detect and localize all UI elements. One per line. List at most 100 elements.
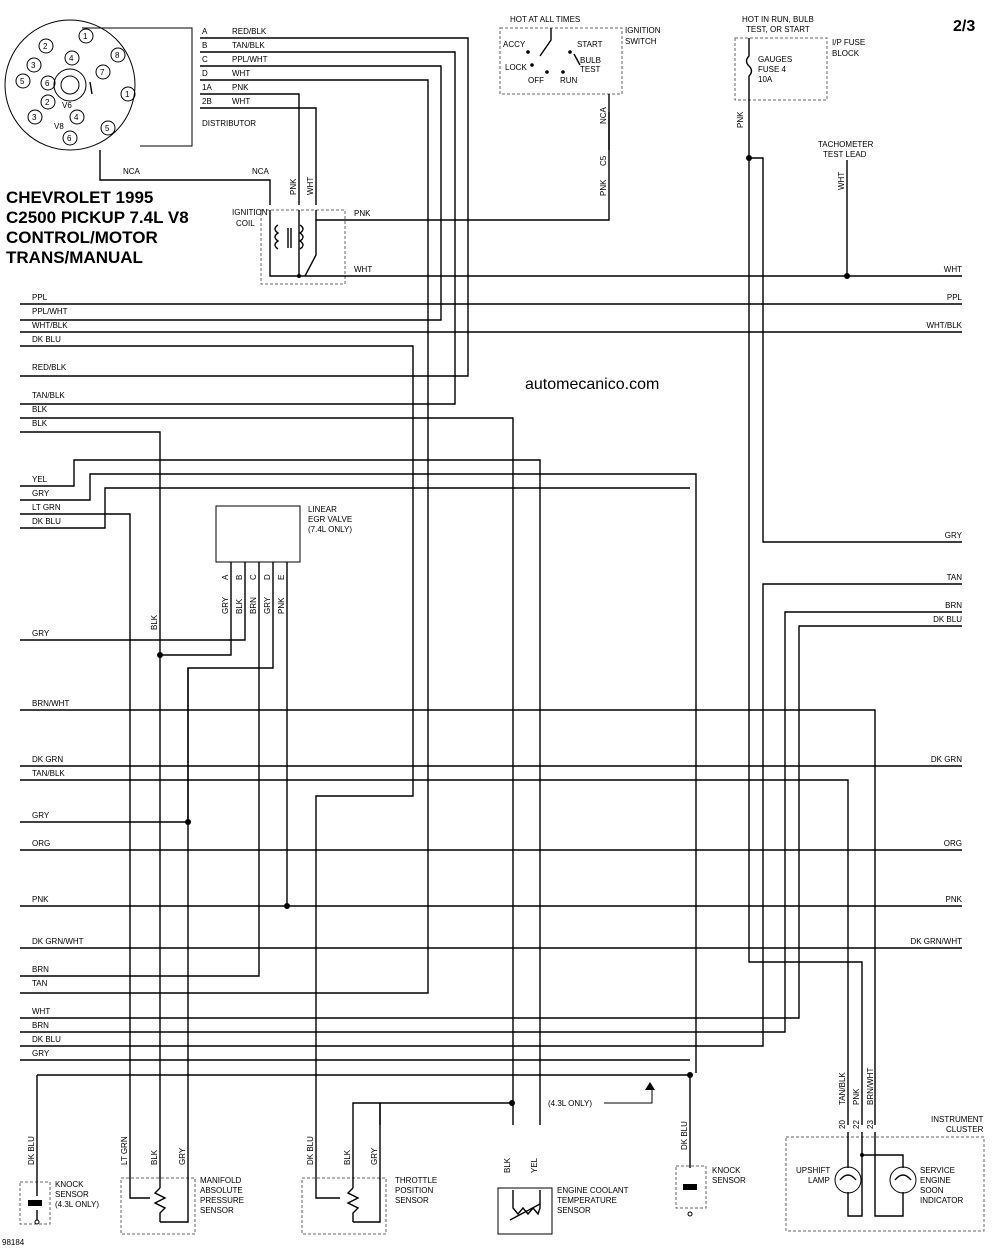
cluster-pin: 22 <box>852 1120 861 1129</box>
distributor-label: DISTRIBUTOR <box>202 119 256 128</box>
wire-label: TAN <box>947 573 963 582</box>
cap-num: 3 <box>31 61 36 70</box>
wire-label: BLK <box>32 405 48 414</box>
cluster-label-1: INSTRUMENT <box>931 1115 984 1124</box>
wire-label: BLK <box>343 1149 352 1165</box>
egr-pin: E <box>277 575 286 580</box>
cap-num: 2 <box>45 98 50 107</box>
cap-num: 3 <box>32 113 37 122</box>
fuse-num: FUSE 4 <box>758 65 787 74</box>
title-line: C2500 PICKUP 7.4L V8 <box>6 208 189 227</box>
pos-start: START <box>577 40 603 49</box>
cap-num: 4 <box>69 54 74 63</box>
knock1-label-3: (4.3L ONLY) <box>55 1200 99 1209</box>
distributor-cap-terminals: 1 2 3 4 5 6 7 8 1 2 3 4 5 6 <box>15 28 136 146</box>
wire-label: TAN/BLK <box>232 41 265 50</box>
wire-label: RED/BLK <box>32 363 67 372</box>
knock2-label-1: KNOCK <box>712 1166 741 1175</box>
wire-label: WHT <box>232 69 250 78</box>
wire-label: WHT <box>354 265 372 274</box>
wire-label: PNK <box>599 179 608 196</box>
pos-bulb: BULB <box>580 56 601 65</box>
wire-label: BRN <box>945 601 962 610</box>
wire-label: PNK <box>289 178 298 195</box>
upshift-label-2: LAMP <box>808 1176 830 1185</box>
wire-label: PPL <box>947 293 963 302</box>
left-wire-labels: PPL PPL/WHT WHT/BLK DK BLU RED/BLK TAN/B… <box>32 293 84 1058</box>
wire-label: PNK <box>32 895 49 904</box>
wire-label: PNK <box>232 83 249 92</box>
wire-label: DK GRN/WHT <box>32 937 84 946</box>
wire-label: DK GRN <box>931 755 962 764</box>
cap-num: 1 <box>83 32 88 41</box>
distributor: 1 2 3 4 5 6 7 8 1 2 3 4 5 6 V6 V8 DISTRI… <box>4 19 268 176</box>
pos-test: TEST <box>580 65 601 74</box>
wire-label: WHT <box>837 172 846 190</box>
knock1-label-2: SENSOR <box>55 1190 89 1199</box>
wire-label: NCA <box>123 167 141 176</box>
map-label-1: MANIFOLD <box>200 1176 242 1185</box>
wire-label: TAN <box>32 979 48 988</box>
wire-label: WHT <box>944 265 962 274</box>
v6-label: V6 <box>62 101 72 110</box>
egr-pin: A <box>221 574 230 580</box>
cap-num: 5 <box>105 124 110 133</box>
egr-pin: D <box>263 574 272 580</box>
diagram-title: CHEVROLET 1995 C2500 PICKUP 7.4L V8 CONT… <box>6 188 189 268</box>
knock2-label-2: SENSOR <box>712 1176 746 1185</box>
cap-num: 8 <box>115 51 120 60</box>
wire-label: PNK <box>852 1088 861 1105</box>
hot-at-all-times: HOT AT ALL TIMES <box>510 15 580 24</box>
wire-label: WHT <box>232 97 250 106</box>
wire-label: WHT <box>32 1007 50 1016</box>
fuse-block-label-2: BLOCK <box>832 49 860 58</box>
fuse-hot-1: HOT IN RUN, BULB <box>742 15 814 24</box>
wire-label: DK BLU <box>306 1136 315 1165</box>
coil-label-1: IGNITION <box>232 208 268 217</box>
fuse-hot-2: TEST, OR START <box>746 25 810 34</box>
map-sensor: LT GRN BLK GRY MANIFOLD ABSOLUTE PRESSUR… <box>120 1125 244 1235</box>
egr-pin: B <box>235 575 244 580</box>
wire-label: ORG <box>944 839 962 848</box>
wire-label: DK BLU <box>933 615 962 624</box>
wire-label: DK BLU <box>27 1136 36 1165</box>
wire-label: GRY <box>263 596 272 614</box>
ect-label-1: ENGINE COOLANT <box>557 1186 629 1195</box>
wire-label: BRN/WHT <box>32 699 69 708</box>
wire-label: DK GRN/WHT <box>910 937 962 946</box>
ign-switch-label-2: SWITCH <box>625 37 657 46</box>
cluster-label-2: CLUSTER <box>946 1125 984 1134</box>
note-4-3l-only: (4.3L ONLY) <box>548 1082 655 1108</box>
wire-label: LT GRN <box>120 1136 129 1165</box>
knock-sensor-4-3l: DK BLU KNOCK SENSOR (4.3L ONLY) <box>19 1136 99 1225</box>
wire-label: PNK <box>736 111 745 128</box>
wire-label: GRY <box>32 1049 50 1058</box>
fuse-name: GAUGES <box>758 55 792 64</box>
cap-num: 6 <box>45 79 50 88</box>
wire-label: GRY <box>178 1147 187 1165</box>
wire-label: BLK <box>503 1157 512 1173</box>
wire-label: WHT/BLK <box>32 321 68 330</box>
wire-label: PNK <box>354 209 371 218</box>
distributor-wires <box>20 37 469 994</box>
title-line: TRANS/MANUAL <box>6 248 143 267</box>
wire-label: GRY <box>221 596 230 614</box>
v8-label: V8 <box>54 122 64 131</box>
wire-label: WHT <box>306 177 315 195</box>
wire-label: GRY <box>32 629 50 638</box>
engine-coolant-temp-sensor: BLK YEL ENGINE COOLANT TEMPERATURE SENSO… <box>497 1157 629 1235</box>
wire-label: YEL <box>530 1157 539 1173</box>
wire-label: PPL/WHT <box>32 307 68 316</box>
pin-D: D <box>202 69 208 78</box>
coil-label-2: COIL <box>236 219 255 228</box>
right-wire-labels: WHT PPL WHT/BLK GRY TAN BRN DK BLU DK GR… <box>910 265 962 946</box>
website-watermark: automecanico.com <box>525 376 660 393</box>
left-harness <box>20 303 962 1180</box>
cap-num: 5 <box>20 77 25 86</box>
fuse-block: HOT IN RUN, BULB TEST, OR START I/P FUSE… <box>734 15 962 1125</box>
ses-label-3: SOON <box>920 1186 944 1195</box>
wire-label: GRY <box>945 531 963 540</box>
wire-label: PPL <box>32 293 48 302</box>
pin-2B: 2B <box>202 97 212 106</box>
